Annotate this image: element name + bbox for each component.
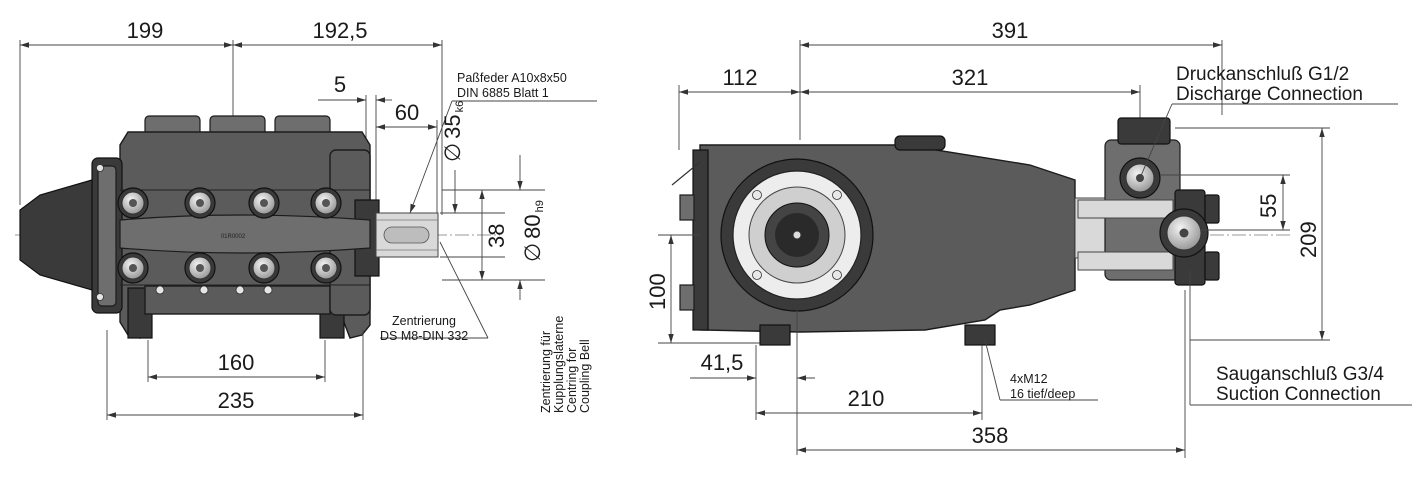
lower-valve-bolts	[117, 252, 342, 284]
dim-60: 60	[395, 100, 419, 125]
coupling-note-line3: Centring for	[565, 348, 579, 413]
centering-note-line2: DS M8-DIN 332	[380, 329, 468, 343]
dim-358: 358	[972, 423, 1009, 448]
dim-199: 199	[127, 18, 164, 43]
dim-210: 210	[848, 386, 885, 411]
dim-41-5: 41,5	[701, 350, 744, 375]
upper-valve-bolts	[117, 187, 342, 219]
side-view: 391 112 321	[645, 18, 1412, 458]
dim-55: 55	[1256, 194, 1281, 218]
dim-35-tolerance: k6	[454, 101, 466, 113]
dim-38: 38	[484, 224, 509, 248]
coupling-note-line1: Zentrierung für	[539, 331, 553, 413]
suction-label-line1: Sauganschluß G3/4	[1216, 364, 1384, 385]
dim-5: 5	[334, 72, 346, 97]
svg-text:∅80h9: ∅ 80 h9	[520, 200, 546, 262]
diameter-symbol-35: ∅	[440, 143, 465, 162]
dim-80-tolerance: h9	[534, 200, 546, 212]
svg-text:∅35k6: ∅ 35k6	[440, 101, 466, 162]
dim-192-5: 192,5	[312, 18, 367, 43]
coupling-note-line4: Coupling Bell	[578, 339, 592, 413]
mounting-note-line1: 4xM12	[1010, 372, 1048, 386]
dim-160: 160	[218, 350, 255, 375]
dim-321: 321	[952, 65, 989, 90]
dim-35: 35	[440, 114, 465, 138]
dim-112: 112	[722, 65, 757, 90]
coupling-note-line2: Kupplungslaterne	[552, 316, 566, 413]
key-note-line2: DIN 6885 Blatt 1	[457, 86, 549, 100]
dim-209: 209	[1296, 221, 1321, 258]
pump-marking: 01R0002	[221, 234, 246, 240]
discharge-label-line2: Discharge Connection	[1176, 84, 1363, 105]
diameter-symbol-80: ∅	[520, 243, 545, 262]
dim-391: 391	[992, 18, 1029, 43]
oil-cap	[19, 179, 93, 291]
key-note-line1: Paßfeder A10x8x50	[457, 71, 567, 85]
discharge-label-line1: Druckanschluß G1/2	[1176, 64, 1349, 85]
centering-note-line1: Zentrierung	[392, 314, 456, 328]
mounting-note-line2: 16 tief/deep	[1010, 387, 1075, 401]
dim-235: 235	[218, 388, 255, 413]
dim-100: 100	[645, 273, 670, 310]
suction-label-line2: Suction Connection	[1216, 384, 1381, 405]
front-view: 199 192,5 5 60 Paßfeder A10x8x50 DIN 688…	[15, 18, 597, 420]
dim-80: 80	[520, 214, 545, 238]
